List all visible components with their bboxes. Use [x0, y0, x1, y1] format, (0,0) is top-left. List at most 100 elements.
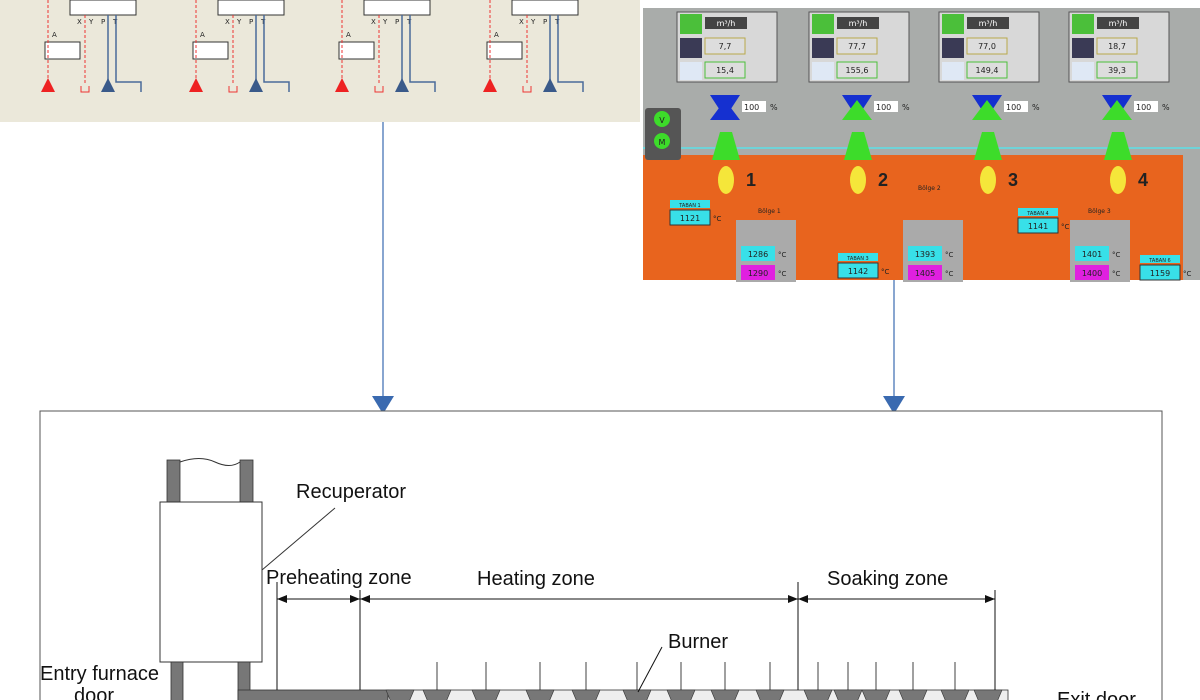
tank-icon — [80, 86, 90, 93]
burner-icon — [803, 689, 833, 700]
motor-button-m-label: M — [659, 138, 666, 147]
flow-value-b: 149,4 — [976, 66, 999, 75]
port-label: P — [101, 18, 105, 26]
temp-unit: °C — [1112, 270, 1121, 278]
flow-value-b: 155,6 — [846, 66, 869, 75]
flow-value-b: 39,3 — [1108, 66, 1126, 75]
pressure-source-red-icon — [335, 78, 349, 92]
percent-value: 100 — [744, 103, 759, 112]
port-label: Y — [530, 18, 536, 26]
burner-number: 1 — [746, 170, 756, 190]
motor-button-m[interactable] — [654, 133, 670, 149]
port-label: X — [77, 18, 82, 26]
burner-icon — [710, 689, 740, 700]
recuperator-leader — [261, 507, 336, 571]
zone-temp-display: TABAN 1 1121 °C — [669, 200, 722, 226]
pressure-source-red-icon — [189, 78, 203, 92]
percent-input[interactable] — [1134, 101, 1158, 112]
region-label: Bölge 3 — [1088, 208, 1111, 215]
gas-icon — [1072, 14, 1094, 34]
port-label: T — [260, 18, 266, 26]
zone-bottom-temp: 1290 — [748, 269, 768, 278]
port-label: Y — [236, 18, 242, 26]
gauge-icon — [812, 62, 834, 80]
zone-top-temp: 1286 — [748, 250, 768, 259]
flow-value-a: 77,0 — [978, 42, 996, 51]
port-label: A — [200, 31, 205, 39]
zone-temp-label: TABAN 1 — [678, 203, 700, 209]
gas-icon — [680, 14, 702, 34]
zone-top-temp: 1393 — [915, 250, 935, 259]
zone-temp-value: 1121 — [680, 214, 700, 223]
port-label: P — [249, 18, 253, 26]
burner-icon — [898, 689, 928, 700]
directional-valve — [69, 0, 137, 16]
motor-button-v[interactable] — [654, 111, 670, 127]
burner-icon — [422, 689, 452, 700]
port-label: X — [519, 18, 524, 26]
region-label: Bölge 1 — [758, 208, 781, 215]
flame-icon — [980, 166, 996, 194]
gas-icon — [942, 14, 964, 34]
temp-unit: °C — [778, 251, 787, 259]
arrow-hydraulic-to-furnace — [372, 122, 394, 414]
soaking-zone-label: Soaking zone — [827, 568, 948, 590]
gauge-icon — [1072, 62, 1094, 80]
temp-unit: °C — [778, 270, 787, 278]
flow-unit: m³/h — [1109, 19, 1128, 28]
burner-icon — [833, 689, 863, 700]
temp-unit: °C — [945, 251, 954, 259]
port-label: A — [346, 31, 351, 39]
flame-icon — [718, 166, 734, 194]
burner-number: 4 — [1138, 170, 1148, 190]
burner-number: 2 — [878, 170, 888, 190]
burner-icon — [571, 689, 601, 700]
flow-value-b: 15,4 — [716, 66, 734, 75]
percent-input[interactable] — [1004, 101, 1028, 112]
gauge-icon — [942, 62, 964, 80]
pressure-source-red-icon — [41, 78, 55, 92]
pressure-source-blue-icon — [395, 78, 409, 92]
flame-icon — [850, 166, 866, 194]
flow-unit: m³/h — [979, 19, 998, 28]
zone-temp-label: TABAN 6 — [1148, 258, 1170, 264]
port-label: X — [225, 18, 230, 26]
directional-valve — [511, 0, 579, 16]
percent-value: 100 — [1006, 103, 1021, 112]
burner-number: 3 — [1008, 170, 1018, 190]
zone-top-temp: 1401 — [1082, 250, 1102, 259]
preheating-zone-label: Preheating zone — [266, 567, 412, 589]
trend-icon — [812, 38, 834, 58]
region-label: Bölge 2 — [918, 185, 941, 192]
percent-input[interactable] — [874, 101, 898, 112]
burner-icon — [940, 689, 970, 700]
zone-temp-value: 1141 — [1028, 222, 1048, 231]
port-label: Y — [382, 18, 388, 26]
zone-temp-value: 1159 — [1150, 269, 1170, 278]
trend-icon — [942, 38, 964, 58]
port-label: T — [112, 18, 118, 26]
temp-unit: °C — [713, 215, 722, 223]
pressure-source-blue-icon — [249, 78, 263, 92]
burner-icon — [844, 132, 872, 160]
burner-icon — [973, 689, 1003, 700]
percent-sign: % — [1162, 103, 1170, 112]
burner-icon — [471, 689, 501, 700]
percent-sign: % — [902, 103, 910, 112]
flow-value-a: 18,7 — [1108, 42, 1126, 51]
pressure-source-blue-icon — [543, 78, 557, 92]
flow-unit: m³/h — [717, 19, 736, 28]
zone-bottom-temp: 1405 — [915, 269, 935, 278]
percent-input[interactable] — [742, 101, 766, 112]
directional-valve — [363, 0, 431, 16]
percent-value: 100 — [1136, 103, 1151, 112]
arrow-scada-to-furnace — [883, 280, 905, 414]
